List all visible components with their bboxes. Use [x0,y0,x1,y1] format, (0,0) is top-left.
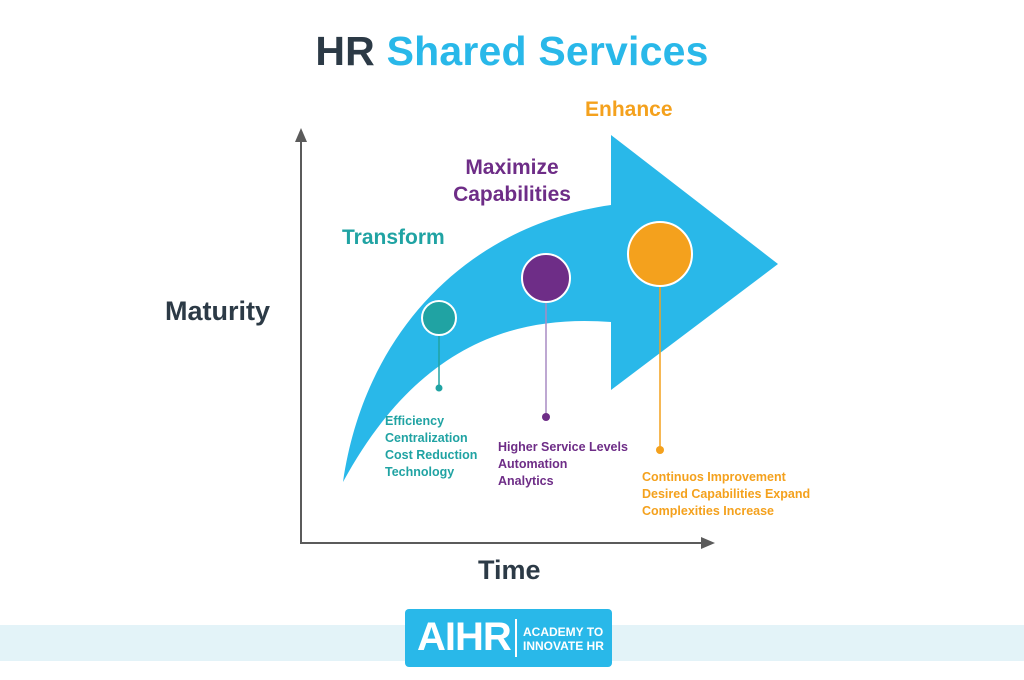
list-item: Continuos Improvement [642,470,786,484]
aihr-logo: AIHR ACADEMY TO INNOVATE HR [405,609,612,667]
x-axis-label: Time [478,555,541,585]
logo-tagline: ACADEMY TO INNOVATE HR [523,625,604,653]
logo-tagline-line1: ACADEMY TO [523,625,604,639]
list-item: Technology [385,465,455,479]
logo-mark: AIHR [417,615,512,659]
stage-maximize-title: Maximize Capabilities [450,154,574,208]
growth-arrow [343,135,778,482]
list-item: Complexities Increase [642,504,775,518]
logo-divider [515,619,517,657]
maximize-marker [521,253,571,303]
maximize-connector-dot [542,413,550,421]
list-item: Automation [498,457,568,471]
page-title: HR Shared Services [0,28,1024,75]
logo-tagline-line2: INNOVATE HR [523,639,604,653]
x-axis-arrowhead-icon [701,537,715,549]
list-item: Cost Reduction [385,448,478,462]
list-item: Centralization [385,431,468,445]
list-item: Desired Capabilities Expand [642,487,811,501]
list-item: Efficiency [385,414,445,428]
stage-transform-title: Transform [342,226,445,249]
stage-maximize-line1: Maximize [465,156,559,179]
y-axis-label: Maturity [165,296,271,326]
list-item: Higher Service Levels [498,440,628,454]
enhance-marker [627,221,693,287]
list-item: Analytics [498,474,554,488]
stage-enhance-title: Enhance [585,98,673,121]
maximize-list: Higher Service Levels Automation Analyti… [498,439,628,490]
transform-connector-dot [435,384,443,392]
stage-maximize-line2: Capabilities [453,183,571,206]
transform-marker [421,300,457,336]
title-shared-services: Shared Services [386,28,709,74]
y-axis-arrowhead-icon [295,128,307,142]
enhance-connector-dot [656,446,664,454]
title-hr: HR [315,28,375,74]
enhance-list: Continuos Improvement Desired Capabiliti… [642,469,810,520]
transform-list: Efficiency Centralization Cost Reduction… [385,413,477,481]
